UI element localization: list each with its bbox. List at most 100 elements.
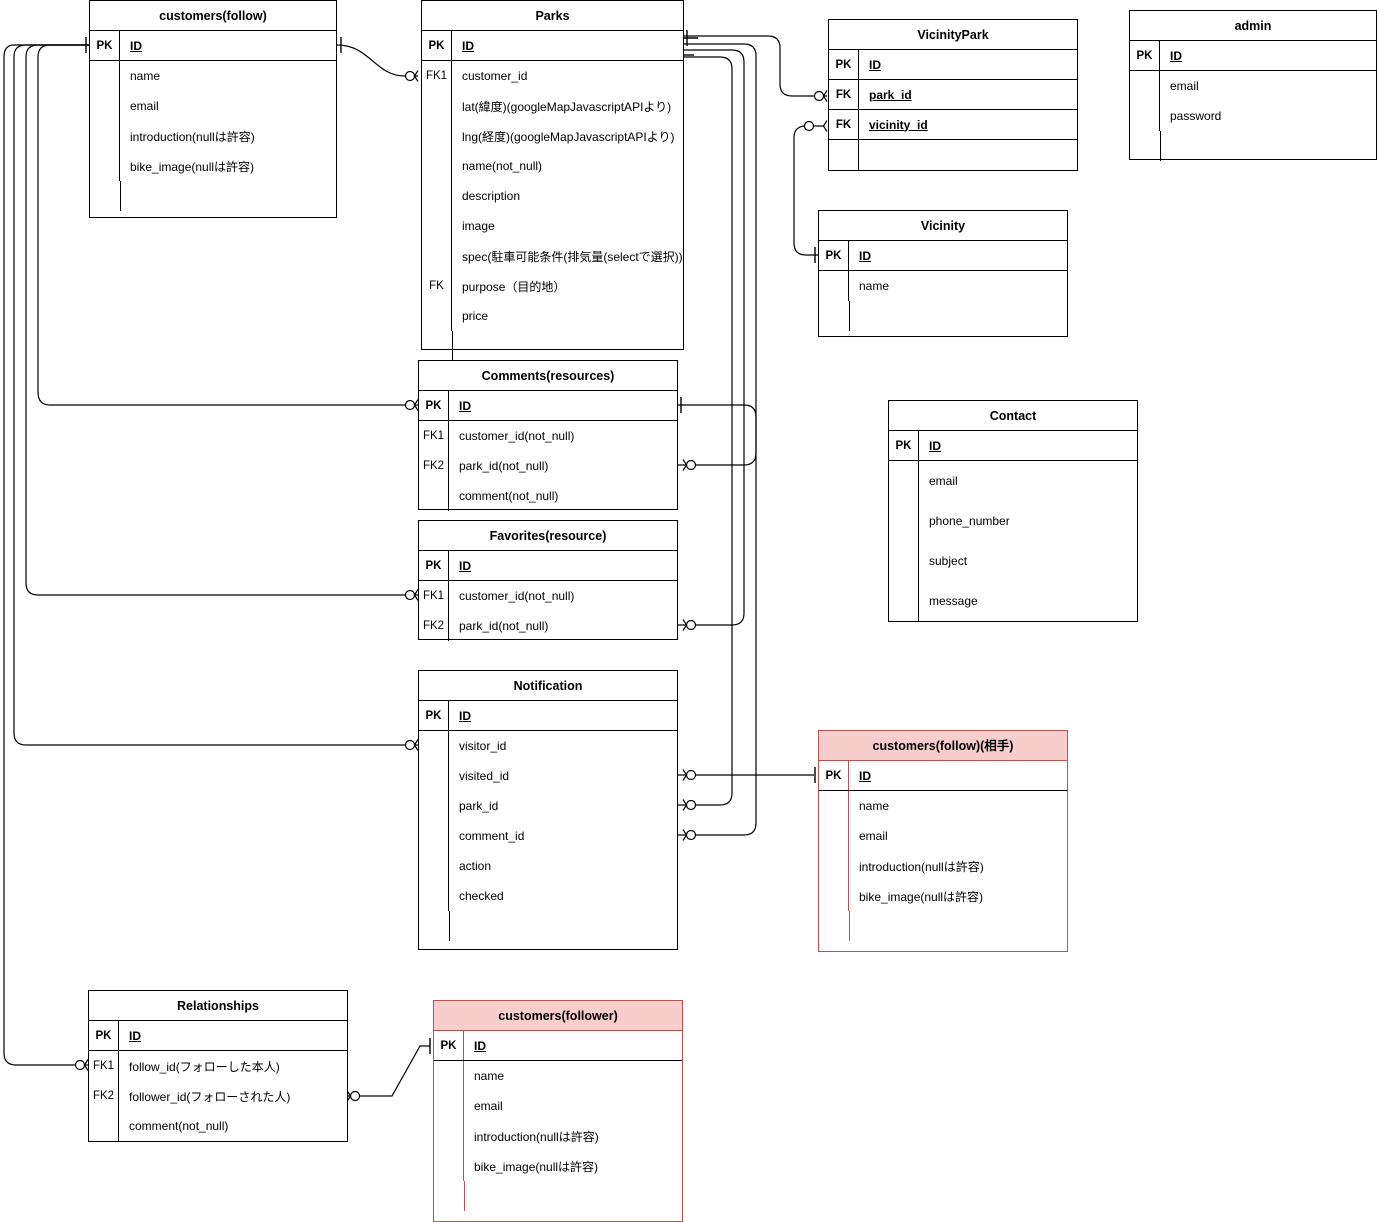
row-value: email: [1170, 79, 1199, 93]
row-key: [90, 91, 120, 121]
table-row: name: [90, 61, 336, 91]
row-value: name: [859, 799, 890, 813]
row-key: [819, 791, 849, 821]
row-value: ID: [1170, 48, 1182, 63]
row-key: [422, 91, 452, 121]
row-key: [419, 731, 449, 761]
row-value: follow_id(フォローした本人): [129, 1059, 280, 1074]
row-key: [889, 541, 919, 581]
table-row: FK2 follower_id(フォローされた人): [89, 1081, 347, 1111]
table-row: checked: [419, 881, 677, 911]
row-value: ID: [869, 57, 881, 72]
row-spacer: [819, 301, 1067, 331]
entity-title: Parks: [422, 1, 683, 31]
table-row: image: [422, 211, 683, 241]
entity-customers-follow-aite[interactable]: customers(follow)(相手) PK ID name email i…: [818, 730, 1068, 952]
table-row: description: [422, 181, 683, 211]
entity-rows: PK ID FK park_id FK vicinity_id: [829, 50, 1077, 170]
table-row: [829, 140, 1077, 170]
row-key: FK2: [89, 1081, 119, 1111]
row-key: PK: [819, 761, 849, 790]
row-key: PK: [422, 31, 452, 60]
entity-parks[interactable]: Parks PK ID FK1 customer_id lat(緯度)(goog…: [421, 0, 684, 361]
table-row: bike_image(nullは許容): [90, 151, 336, 181]
table-row: price: [422, 301, 683, 331]
table-row: lng(経度)(googleMapJavascriptAPIより): [422, 121, 683, 151]
row-key: [90, 121, 120, 151]
row-key: [90, 61, 120, 91]
row-key: PK: [419, 391, 449, 420]
row-value: [859, 140, 1077, 170]
row-value: email: [130, 99, 159, 113]
entity-vicinity[interactable]: Vicinity PK ID name: [818, 210, 1068, 337]
entity-contact[interactable]: Contact PK ID email phone_number subject…: [888, 400, 1138, 622]
table-row: email: [90, 91, 336, 121]
row-key: PK: [829, 50, 859, 79]
row-key: [419, 791, 449, 821]
entity-comments[interactable]: Comments(resources) PK ID FK1 customer_i…: [418, 360, 678, 511]
table-row: visited_id: [419, 761, 677, 791]
row-key: [819, 881, 849, 911]
row-value: ID: [929, 438, 941, 453]
table-row: FK2 park_id(not_null): [419, 451, 677, 481]
row-value: password: [1170, 109, 1222, 123]
table-row: FK vicinity_id: [829, 110, 1077, 140]
entity-rows: PK ID FK1 customer_id lat(緯度)(googleMapJ…: [422, 31, 683, 361]
entity-title: admin: [1130, 11, 1376, 41]
table-row: PK ID: [889, 431, 1137, 461]
row-value: name: [474, 1069, 505, 1083]
row-key: [434, 1121, 464, 1151]
row-value: spec(駐車可能条件(排気量(selectで選択)): [462, 249, 683, 264]
table-row: subject: [889, 541, 1137, 581]
table-row: introduction(nullは許容): [90, 121, 336, 151]
table-row: email: [1130, 71, 1376, 101]
entity-rows: PK ID name: [819, 241, 1067, 331]
row-value: ID: [859, 768, 871, 783]
entity-rows: PK ID email password: [1130, 41, 1376, 161]
table-row: FK2 park_id(not_null): [419, 611, 677, 641]
row-value: email: [474, 1099, 503, 1113]
row-key: [90, 151, 120, 181]
table-row: name(not_null): [422, 151, 683, 181]
table-row: introduction(nullは許容): [819, 851, 1067, 881]
table-row: phone_number: [889, 501, 1137, 541]
table-row: email: [889, 461, 1137, 501]
entity-title: VicinityPark: [829, 20, 1077, 50]
row-key: [889, 501, 919, 541]
row-key: [419, 881, 449, 911]
entity-admin[interactable]: admin PK ID email password: [1129, 10, 1377, 161]
entity-rows: PK ID name email introduction(nullは許容) b…: [434, 1031, 682, 1211]
entity-customers-follow[interactable]: customers(follow) PK ID name email intro…: [89, 0, 337, 218]
row-value: bike_image(nullは許容): [859, 889, 984, 904]
row-key: FK: [829, 80, 859, 109]
row-key: FK1: [89, 1051, 119, 1081]
table-row: PK ID: [1130, 41, 1376, 71]
row-value: lat(緯度)(googleMapJavascriptAPIより): [462, 99, 672, 114]
row-key: PK: [419, 551, 449, 580]
row-value: comment(not_null): [459, 489, 559, 503]
row-spacer: [434, 1181, 682, 1211]
row-key: PK: [819, 241, 849, 270]
row-key: [419, 761, 449, 791]
row-key: FK2: [419, 451, 449, 481]
table-row: message: [889, 581, 1137, 621]
entity-vicinitypark[interactable]: VicinityPark PK ID FK park_id FK vicinit…: [828, 19, 1078, 171]
table-row: visitor_id: [419, 731, 677, 761]
row-value: ID: [459, 708, 471, 723]
row-value: ID: [859, 248, 871, 263]
row-value: image: [462, 219, 495, 233]
row-value: description: [462, 189, 521, 203]
entity-relationships[interactable]: Relationships PK ID FK1 follow_id(フォローした…: [88, 990, 348, 1142]
entity-favorites[interactable]: Favorites(resource) PK ID FK1 customer_i…: [418, 520, 678, 641]
row-value: ID: [130, 38, 142, 53]
row-value: park_id(not_null): [459, 619, 549, 633]
row-key: [819, 851, 849, 881]
row-value: checked: [459, 889, 504, 903]
table-row: name: [819, 271, 1067, 301]
entity-notification[interactable]: Notification PK ID visitor_id visited_id…: [418, 670, 678, 950]
row-spacer: [422, 331, 683, 361]
row-key: PK: [1130, 41, 1160, 70]
entity-customers-follower[interactable]: customers(follower) PK ID name email int…: [433, 1000, 683, 1222]
row-key: FK1: [422, 61, 452, 91]
